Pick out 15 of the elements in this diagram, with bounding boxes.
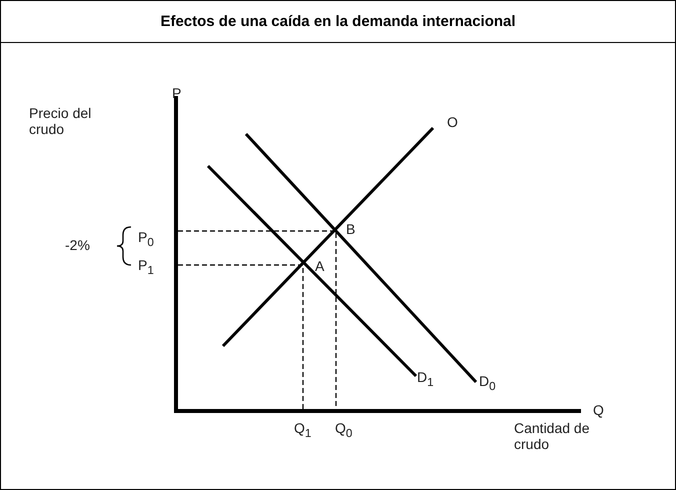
axis-label: Q <box>593 402 604 418</box>
curve-label: D$_{0}$ <box>479 373 496 395</box>
quantity-label: Q$_{0}$ <box>335 420 352 442</box>
axis-label: Cantidad de crudo <box>514 420 591 452</box>
curve-label: D$_{1}$ <box>417 369 434 391</box>
axis-label: Precio del crudo <box>29 105 92 137</box>
percent-label: -2% <box>65 237 90 253</box>
quantity-label: Q$_{1}$ <box>294 420 312 442</box>
diagram-title: Efectos de una caída en la demanda internacional <box>1 1 675 43</box>
point-label: A <box>315 258 324 274</box>
point-label: B <box>346 221 356 237</box>
axis-label: P <box>172 85 182 101</box>
price-label: P$_{0}$ <box>138 229 154 251</box>
curve-label: O <box>447 114 458 130</box>
price-label: P$_{1}$ <box>138 257 154 279</box>
